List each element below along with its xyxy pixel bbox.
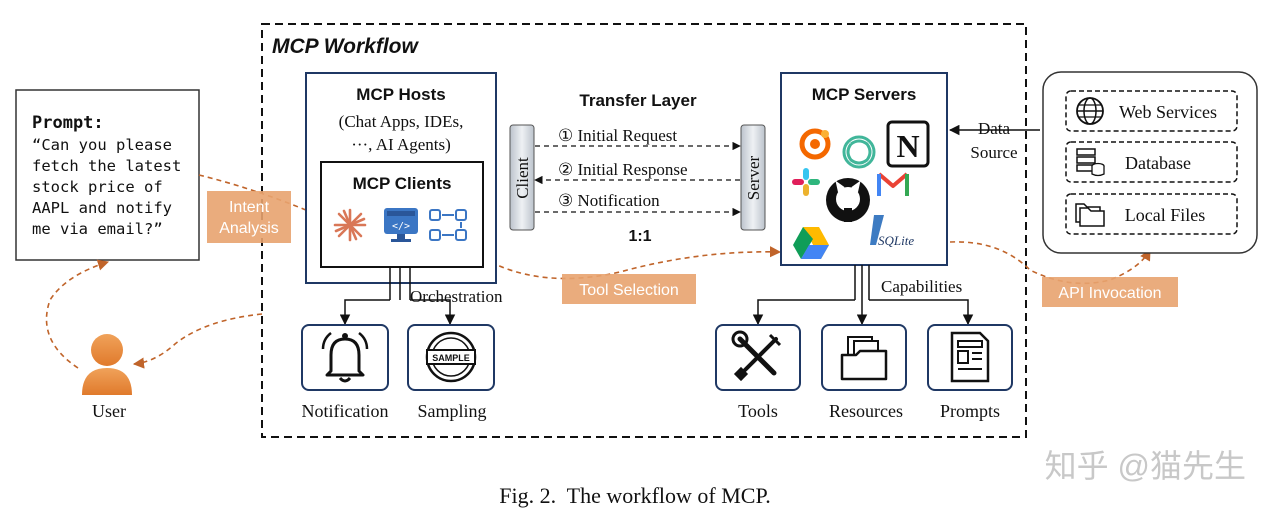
capabilities-to-prompts	[869, 299, 974, 326]
sqlite-icon: SQLite	[870, 215, 914, 248]
google-drive-icon	[793, 227, 829, 259]
prompts-label: Prompts	[940, 401, 1000, 421]
gmail-icon	[877, 172, 909, 196]
local-files-box	[1065, 193, 1238, 235]
server-bar-label: Server	[744, 155, 763, 200]
web-services-box	[1065, 90, 1238, 132]
notion-icon: N	[886, 120, 930, 168]
prompt-line: “Can you please	[32, 136, 172, 154]
client-bar	[509, 124, 535, 231]
claude-icon	[333, 208, 367, 242]
ratio-label: 1:1	[628, 228, 651, 245]
transfer-layer-title: Transfer Layer	[579, 91, 697, 110]
watermark: 知乎 @猫先生	[1045, 448, 1246, 484]
workflow-title: MCP Workflow	[272, 35, 419, 58]
code-editor-icon: </>	[384, 208, 418, 242]
sqlite-text: SQLite	[878, 233, 914, 248]
step-label: ① Initial Request	[558, 126, 677, 145]
tool-selection-label: Tool Selection	[579, 282, 679, 299]
server-bar	[740, 124, 766, 231]
prompt-line: stock price of	[32, 178, 163, 196]
orchestration-to-notification	[339, 299, 390, 326]
tool-selection-tag	[562, 274, 696, 304]
step-label: ③ Notification	[558, 191, 660, 210]
prompt-line: me via email?”	[32, 220, 163, 238]
local-files-label: Local Files	[1125, 205, 1205, 225]
sampling-label: Sampling	[417, 401, 486, 421]
intent-analysis-label: Intent	[229, 199, 270, 216]
capabilities-label: Capabilities	[881, 277, 962, 296]
agent-workflow-icon	[429, 209, 467, 241]
prompt-label: Prompt:	[32, 113, 104, 133]
orchestration-label: Orchestration	[410, 287, 503, 306]
globe-icon	[1076, 97, 1104, 125]
capabilities-to-tools	[752, 299, 855, 326]
github-icon	[826, 178, 870, 222]
folder-icon	[840, 336, 888, 381]
web-services-label: Web Services	[1119, 102, 1217, 122]
orchestration-to-sampling	[410, 299, 456, 326]
hosts-to-user-arrow	[132, 313, 263, 369]
grafana-icon	[799, 128, 831, 160]
user-label: User	[92, 401, 126, 421]
folders-icon	[1075, 203, 1105, 227]
bell-icon	[321, 332, 369, 383]
mcp-hosts-title: MCP Hosts	[356, 85, 445, 104]
database-box	[1065, 141, 1238, 183]
mcp-servers-title: MCP Servers	[812, 85, 917, 104]
sample-stamp-text: SAMPLE	[432, 353, 470, 363]
openai-icon	[842, 135, 876, 169]
slack-icon	[792, 168, 820, 196]
prompt-box	[15, 89, 200, 261]
resources-label: Resources	[829, 401, 903, 421]
tools-icon	[731, 330, 782, 382]
intent-analysis-tag	[207, 191, 291, 243]
clients-to-servers-arrow	[482, 246, 782, 280]
data-source-label: Source	[970, 143, 1017, 162]
data-source-label: Data	[978, 119, 1011, 138]
document-icon	[950, 331, 990, 383]
user-icon	[82, 334, 132, 395]
notification-label: Notification	[302, 401, 389, 421]
notion-letter: N	[896, 128, 919, 164]
intent-analysis-label: Analysis	[219, 220, 279, 237]
database-icon	[1076, 148, 1105, 177]
sample-stamp-icon: SAMPLE	[425, 331, 477, 383]
step-label: ② Initial Response	[558, 160, 688, 179]
prompt-line: AAPL and notify	[32, 199, 172, 217]
api-invocation-tag	[1042, 277, 1178, 307]
client-bar-label: Client	[513, 157, 532, 199]
mcp-hosts-subtitle: (Chat Apps, IDEs,	[339, 112, 464, 131]
tools-label: Tools	[738, 401, 778, 421]
figure-caption: Fig. 2. The workflow of MCP.	[499, 483, 771, 508]
mcp-clients-title: MCP Clients	[353, 174, 452, 193]
database-label: Database	[1125, 153, 1191, 173]
api-invocation-label: API Invocation	[1058, 285, 1161, 302]
mcp-hosts-subtitle: ···, AI Agents)	[351, 135, 451, 154]
svg-text:</>: </>	[392, 221, 410, 232]
prompt-line: fetch the latest	[32, 157, 181, 175]
